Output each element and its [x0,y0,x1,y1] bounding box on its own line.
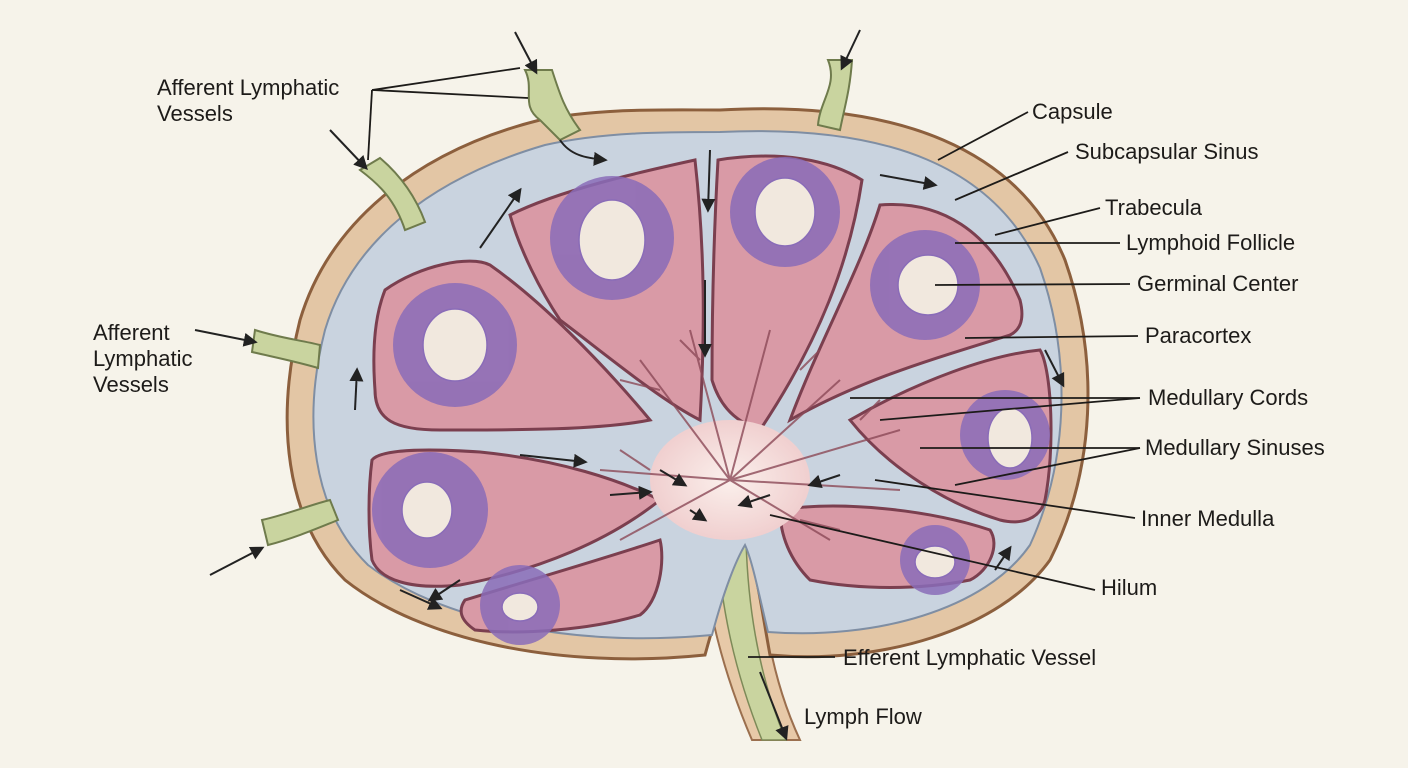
label-afferent-lymphatic-vessels-top: Afferent Lymphatic Vessels [157,75,340,126]
afferent-vessel-left-2 [250,328,322,370]
label-inner-medulla: Inner Medulla [1141,506,1275,531]
leader-lines [367,67,1141,658]
germinal-center-5 [987,407,1033,469]
label-medullary-sinuses: Medullary Sinuses [1145,435,1325,460]
label-efferent-lymphatic-vessel: Efferent Lymphatic Vessel [843,645,1097,670]
afferent-vessel-left-3 [260,498,340,547]
germinal-center-7 [914,545,956,579]
afferent-vessel-top-1 [523,69,582,142]
label-capsule: Capsule [1032,99,1113,124]
germinal-center-4 [422,308,488,382]
label-subcapsular-sinus: Subcapsular Sinus [1075,139,1259,164]
germinal-center-6 [401,481,453,539]
germinal-center-1 [578,199,646,281]
label-medullary-cords: Medullary Cords [1148,385,1309,410]
label-lymphoid-follicle: Lymphoid Follicle [1126,230,1296,255]
label-paracortex: Paracortex [1145,323,1252,348]
germinal-center-2 [754,177,816,247]
lymph-flow-arrow [759,671,789,741]
afferent-flow-arrows [194,29,861,576]
internal-flow-arrows [349,139,1065,610]
label-afferent-lymphatic-vessels-left: Afferent Lymphatic Vessels [93,320,193,397]
label-hilum: Hilum [1101,575,1158,600]
germinal-center-8 [501,592,539,622]
germinal-centers [401,177,1033,622]
medullary-cords [599,329,901,541]
afferent-vessel-left-1 [358,156,427,232]
label-germinal-center: Germinal Center [1137,271,1299,296]
afferent-vessel-top-2 [816,59,854,132]
afferent-vessels [250,59,854,547]
label-lymph-flow: Lymph Flow [804,704,922,729]
label-trabecula: Trabecula [1105,195,1203,220]
